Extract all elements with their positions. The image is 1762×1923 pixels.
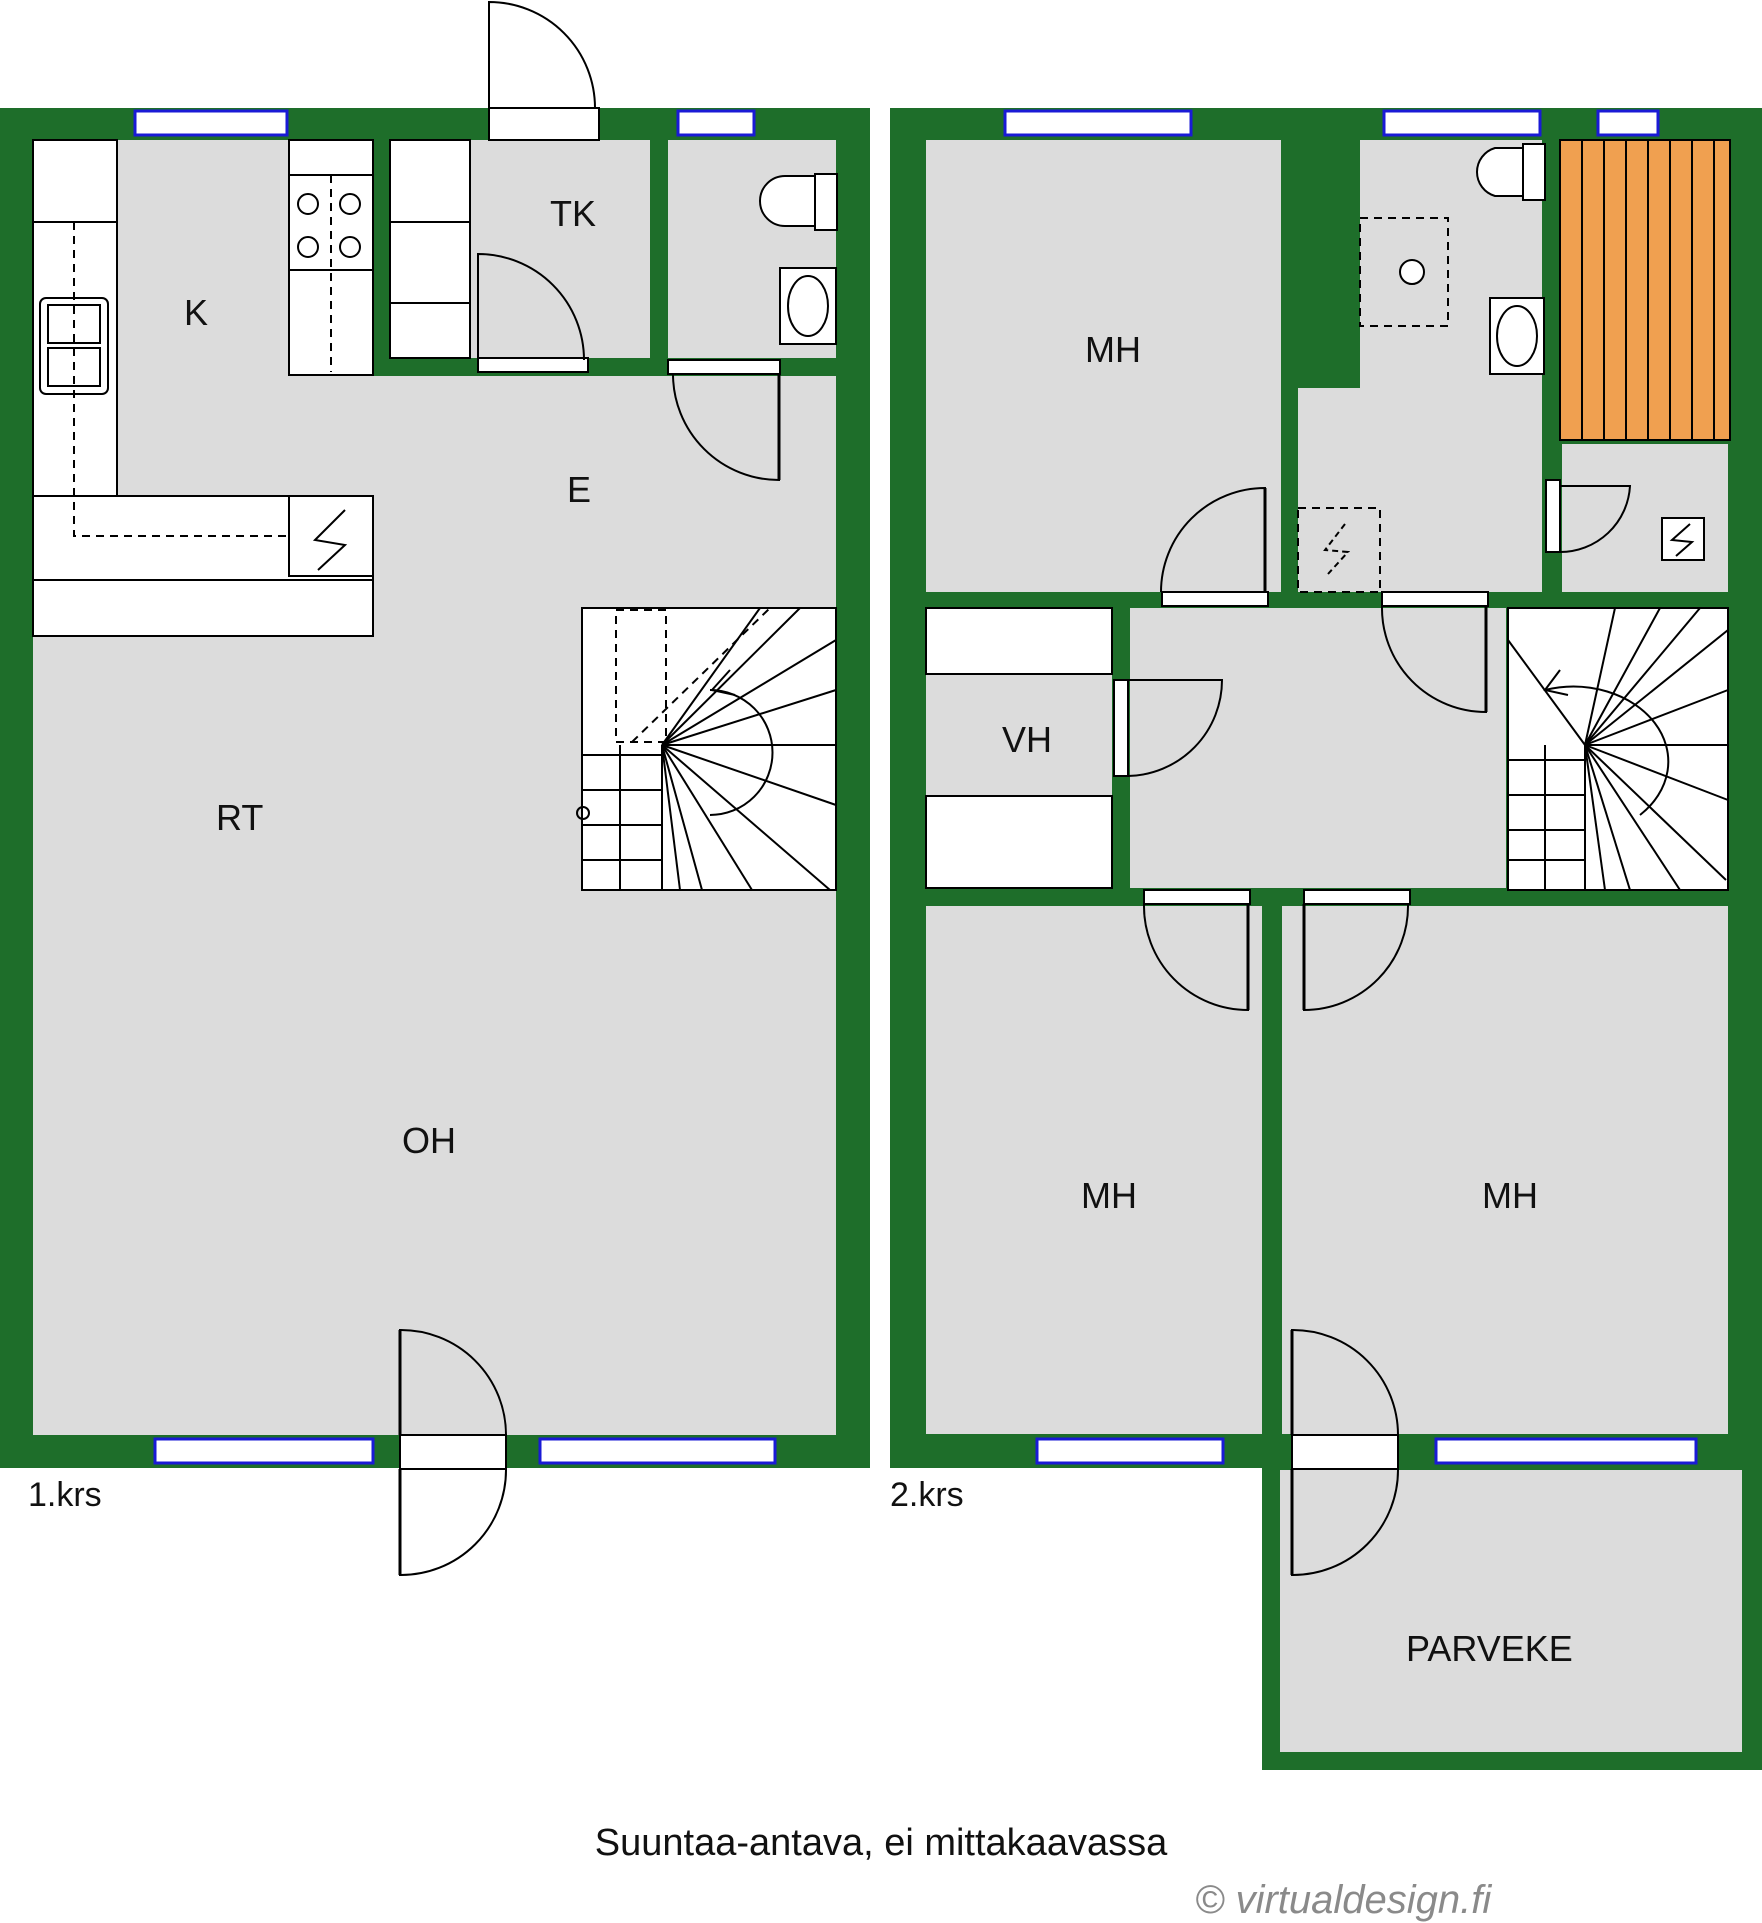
window: [1035, 1437, 1225, 1465]
toilet-icon: [759, 175, 826, 227]
door-swing-arc: [477, 252, 585, 361]
sauna-slats: [1581, 140, 1715, 440]
wardrobe: [925, 607, 1113, 675]
kitchen-island: [32, 579, 374, 637]
interior-wall: [372, 140, 390, 375]
stove-burner-icon: [297, 193, 319, 215]
room-label-mh-bottom-left: MH: [1081, 1175, 1137, 1216]
room-label-rt: RT: [216, 797, 263, 838]
shower-head-icon: [1399, 259, 1425, 285]
toilet-tank: [814, 173, 838, 231]
door-leaf: [667, 359, 781, 375]
door-leaf: [1113, 679, 1129, 777]
door-swing-arc: [1559, 485, 1632, 554]
first-floor-plan: K TK E RT OH 1.krs: [0, 0, 870, 1577]
disclaimer-caption: Suuntaa-antava, ei mittakaavassa: [594, 1822, 1168, 1864]
floor-label-second: 2.krs: [890, 1476, 964, 1514]
toilet-tank: [1522, 143, 1546, 201]
door-swing-arc: [399, 1328, 507, 1436]
wardrobe: [925, 795, 1113, 889]
stove-burner-icon: [339, 193, 361, 215]
room-label-tk: TK: [550, 193, 596, 234]
door-swing-arc: [399, 1468, 508, 1577]
door-leaf: [1303, 889, 1411, 905]
shower-area: [1359, 217, 1449, 327]
washbasin-bowl: [787, 275, 829, 337]
copyright-text: © virtualdesign.fi: [1195, 1878, 1492, 1922]
room-label-mh-top: MH: [1085, 329, 1141, 370]
main-door-frame: [399, 1434, 507, 1470]
door-swing-arc: [1160, 486, 1266, 593]
window: [538, 1437, 777, 1465]
electric-symbol-icon: [1669, 523, 1695, 557]
window: [153, 1437, 375, 1465]
second-floor-plan: MH VH MH MH PARVEKE 2.krs: [890, 108, 1762, 1770]
sauna-stove-icon: [1661, 517, 1705, 561]
door-swing-arc: [1127, 679, 1224, 777]
entrance-door-top-leaf: [488, 107, 600, 141]
wardrobe: [389, 139, 471, 359]
toilet-icon: [1476, 147, 1534, 197]
door-leaf: [1161, 591, 1269, 607]
balcony-floor: [1280, 1470, 1742, 1752]
room-label-e: E: [567, 469, 591, 510]
window: [676, 109, 756, 137]
door-leaf: [1143, 889, 1251, 905]
fridge-icon: [288, 495, 374, 577]
floor-label-first: 1.krs: [28, 1476, 102, 1514]
door-swing-arc: [488, 0, 596, 109]
window: [1596, 109, 1660, 137]
door-leaf: [1545, 479, 1561, 553]
window: [1003, 109, 1193, 137]
mh-bottom-left-floor: [926, 906, 1262, 1434]
door-swing-arc: [1291, 1328, 1399, 1436]
window: [1382, 109, 1542, 137]
washroom-floor: [1298, 388, 1542, 592]
door-leaf: [477, 357, 589, 373]
room-label-k: K: [184, 292, 208, 333]
stove-burner-icon: [297, 236, 319, 258]
door-leaf: [1381, 591, 1489, 607]
door-swing-arc: [672, 373, 780, 482]
electric-symbol-icon: [1323, 523, 1351, 575]
room-label-mh-bottom-right: MH: [1482, 1175, 1538, 1216]
mh-top-floor: [926, 140, 1281, 592]
balcony-door-frame: [1291, 1434, 1399, 1470]
window: [1434, 1437, 1698, 1465]
door-swing-arc: [1303, 903, 1410, 1012]
room-label-oh: OH: [402, 1120, 456, 1161]
staircase: [1507, 607, 1729, 891]
stove-burner-icon: [339, 236, 361, 258]
interior-wall: [650, 140, 668, 376]
room-label-vh: VH: [1002, 719, 1052, 760]
door-swing-arc: [1380, 605, 1487, 714]
door-swing-arc: [1291, 1468, 1400, 1577]
window: [133, 109, 289, 137]
mh-bottom-right-floor: [1282, 906, 1728, 1434]
door-swing-arc: [1142, 903, 1249, 1012]
upper-cabinets-dashed: [73, 222, 290, 537]
room-label-parveke: PARVEKE: [1406, 1628, 1573, 1669]
sauna-bench: [1559, 139, 1731, 441]
electric-symbol-icon: [312, 509, 348, 571]
washbasin-bowl: [1496, 305, 1538, 367]
hall-floor: [1130, 608, 1506, 888]
staircase: [576, 607, 837, 891]
